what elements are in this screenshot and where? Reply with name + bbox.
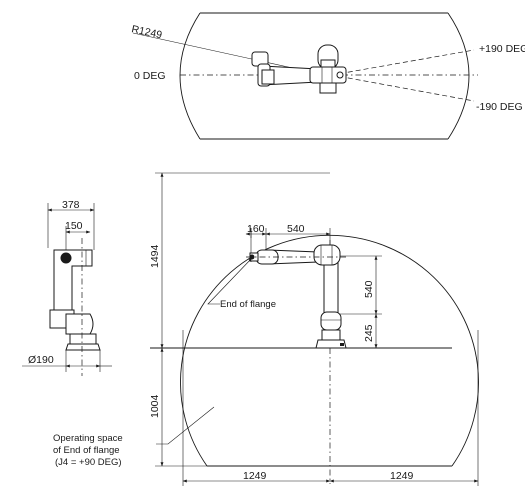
top-view-boundary (179, 12, 201, 140)
side-view: 378 150 Ø190 (22, 199, 112, 376)
plus-190-line (331, 49, 475, 76)
base-height-label: 245 (363, 324, 375, 342)
flange-offset-label: 160 (247, 223, 265, 235)
left-reach-label: 1249 (243, 470, 267, 482)
below-base-label: 1004 (149, 394, 161, 418)
operating-note-line-2: of End of flange (53, 445, 120, 456)
robot-side-view (49, 238, 101, 376)
base-diameter-label: Ø190 (28, 354, 54, 366)
plus-190-label: +190 DEG (479, 43, 525, 55)
vertical-arm-label: 540 (363, 280, 375, 298)
minus-190-label: -190 DEG (476, 101, 523, 113)
top-view: R1249 0 DEG +190 DEG -190 DEG (130, 12, 525, 140)
robot-top-view (251, 44, 347, 94)
minus-190-line (331, 74, 475, 102)
side-offset-label: 150 (65, 220, 83, 232)
right-reach-label: 1249 (390, 470, 414, 482)
front-view: 1494 1004 1249 1249 160 540 540 245 (53, 172, 479, 486)
flange-label: End of flange (220, 299, 276, 310)
robot-front-view (246, 244, 347, 349)
operating-space-leader (156, 406, 215, 445)
radius-label: R1249 (130, 23, 163, 41)
total-height-label: 1494 (149, 244, 161, 268)
operating-note-line-3: (J4 = +90 DEG) (55, 457, 122, 468)
zero-deg-label: 0 DEG (134, 70, 166, 82)
operating-note-line-1: Operating space (53, 433, 123, 444)
upper-arm-label: 540 (287, 223, 305, 235)
flange-leader (207, 257, 253, 305)
side-width-label: 378 (62, 199, 80, 211)
